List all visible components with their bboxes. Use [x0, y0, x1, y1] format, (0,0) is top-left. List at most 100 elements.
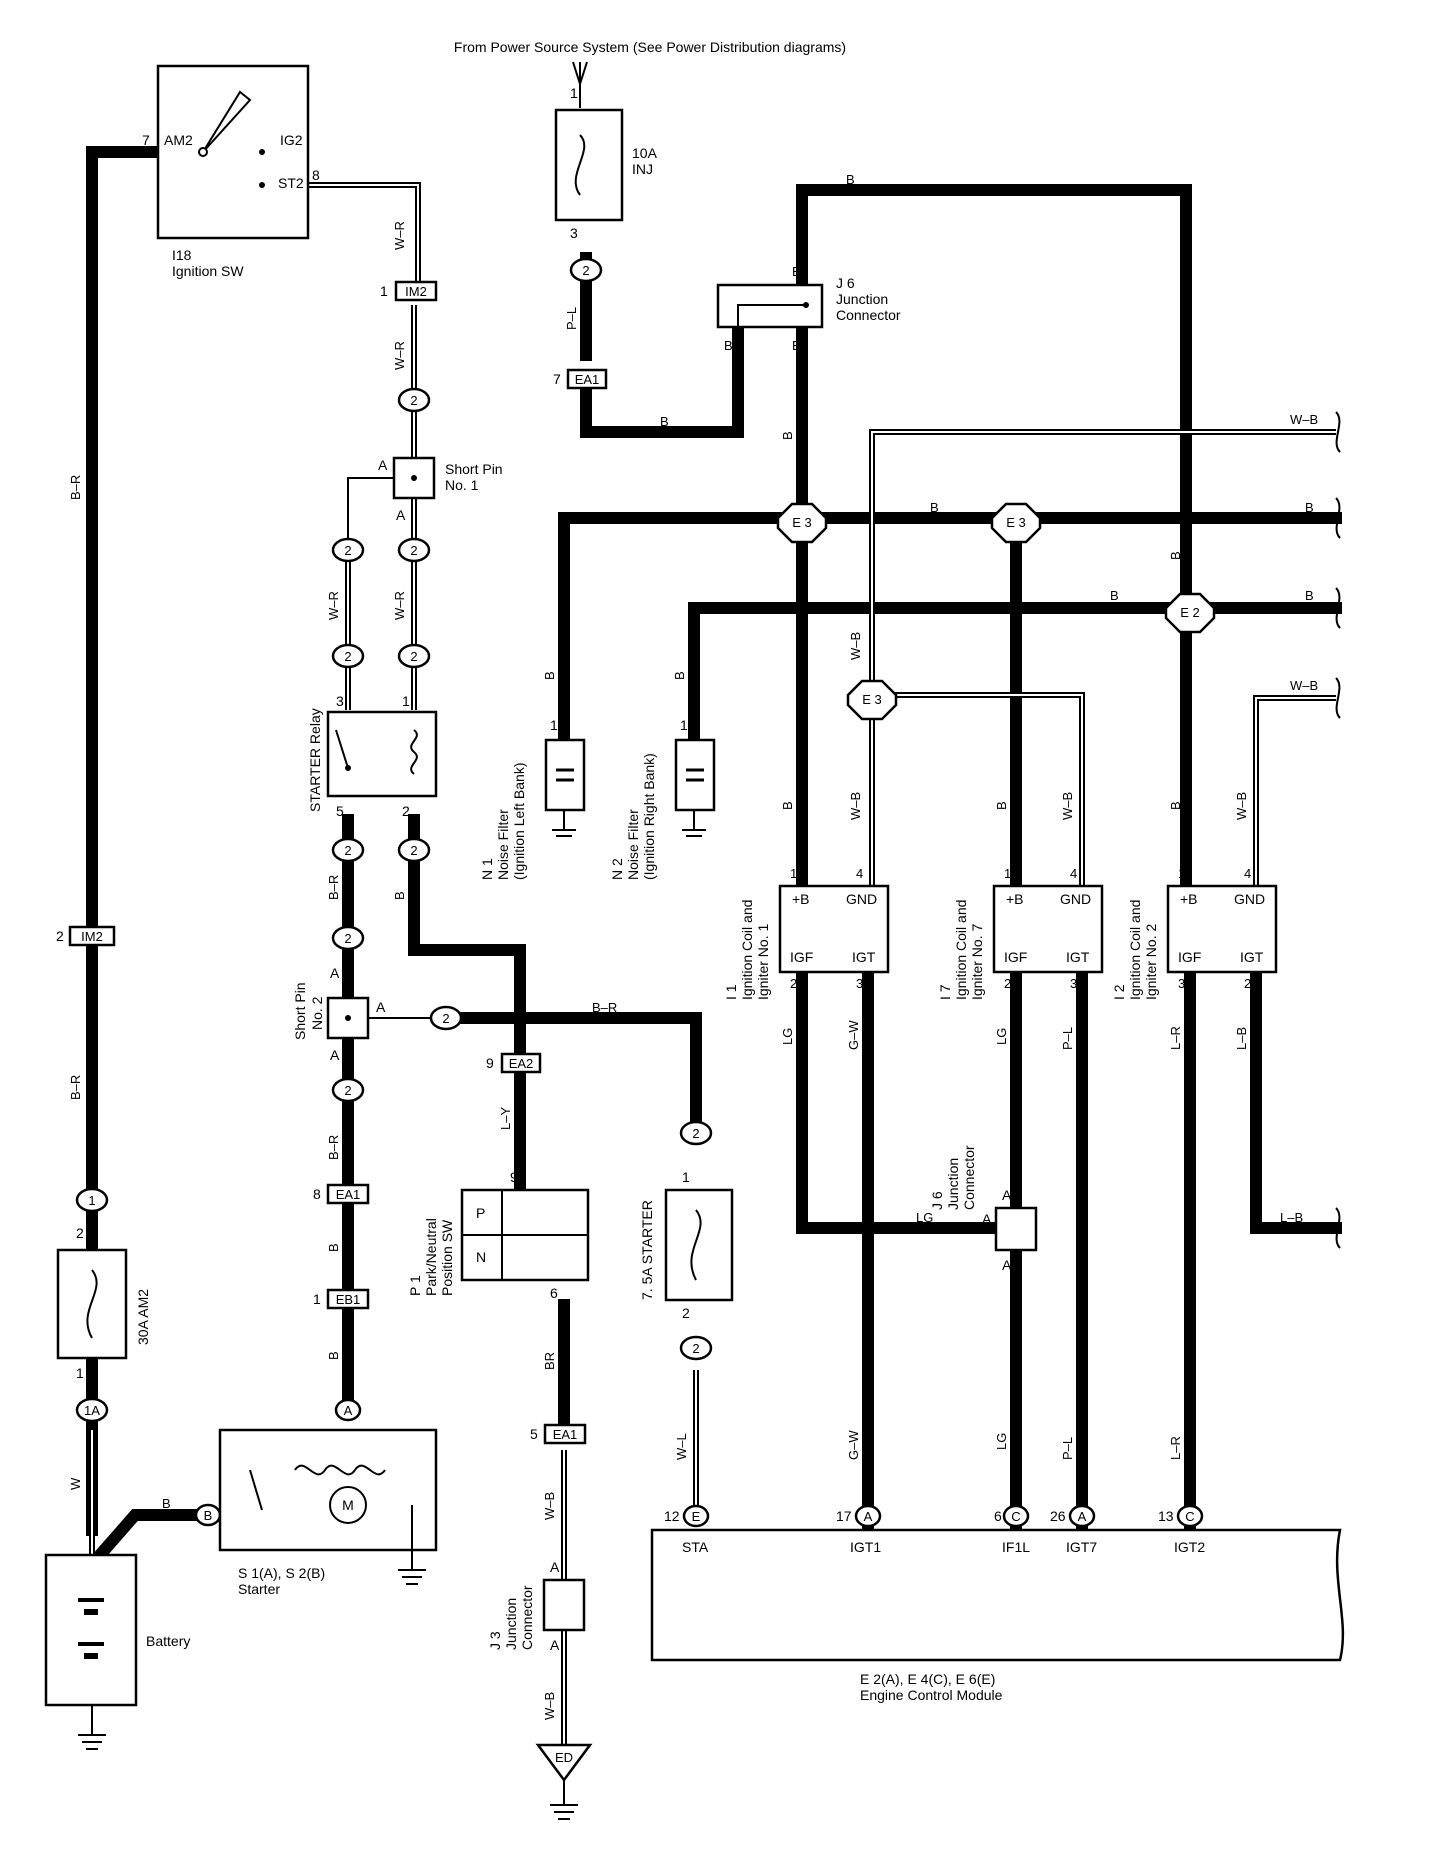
svg-text:P–L: P–L: [1060, 1437, 1075, 1460]
svg-text:I 7: I 7: [937, 984, 953, 1000]
svg-text:2: 2: [410, 843, 417, 858]
svg-text:B: B: [1305, 500, 1314, 515]
st2-label: ST2: [278, 175, 304, 191]
svg-text:J 6: J 6: [836, 275, 855, 291]
svg-text:C: C: [1185, 1509, 1194, 1524]
svg-text:1: 1: [76, 1365, 84, 1381]
svg-text:B: B: [1110, 588, 1119, 603]
svg-text:LG: LG: [994, 1028, 1009, 1045]
svg-text:4: 4: [856, 866, 863, 881]
svg-text:1: 1: [790, 866, 797, 881]
svg-text:B: B: [792, 264, 801, 279]
svg-text:A: A: [330, 965, 340, 981]
svg-text:30A AM2: 30A AM2: [135, 1289, 151, 1345]
ground-ed: ED: [535, 1743, 593, 1820]
svg-text:IGF: IGF: [790, 949, 813, 965]
svg-text:1: 1: [550, 717, 558, 733]
engine-control-module: E 12 STA A 17 IGT1 C 6 IF1L A 26 IGT7 C …: [650, 1504, 1345, 1703]
svg-text:Igniter No. 2: Igniter No. 2: [1143, 924, 1159, 1000]
svg-text:3: 3: [336, 693, 344, 709]
connector-im2-top: IM2 1: [380, 280, 438, 302]
svg-text:S 1(A), S 2(B): S 1(A), S 2(B): [238, 1565, 325, 1581]
ig2-label: IG2: [280, 132, 303, 148]
svg-text:7: 7: [553, 371, 561, 387]
svg-text:2: 2: [344, 843, 351, 858]
svg-text:+B: +B: [1180, 891, 1198, 907]
svg-text:B: B: [162, 1496, 171, 1511]
svg-text:2: 2: [76, 1225, 84, 1241]
junction-j6-top: J 6 Junction Connector B B B: [716, 264, 901, 353]
svg-text:2: 2: [692, 1126, 699, 1141]
svg-text:Junction: Junction: [945, 1158, 961, 1210]
switch-name: Ignition SW: [172, 263, 244, 279]
svg-text:A: A: [1078, 1509, 1087, 1524]
e3-mid: E 3: [990, 502, 1042, 544]
svg-text:1: 1: [313, 1291, 321, 1307]
svg-text:L–R: L–R: [1168, 1436, 1183, 1460]
svg-text:B: B: [660, 414, 669, 429]
e2: E 2: [1164, 592, 1216, 634]
svg-text:G–W: G–W: [846, 1020, 861, 1050]
svg-text:W–B: W–B: [542, 1692, 557, 1720]
connector-ea1-low: EA1 5: [530, 1423, 587, 1445]
wire-color-labels: B–R B–R W B W–R W–R W–R W–R B–R B–R B B …: [68, 172, 1318, 1720]
svg-text:B: B: [326, 1351, 341, 1360]
svg-text:Connector: Connector: [836, 307, 901, 323]
svg-text:Igniter No. 7: Igniter No. 7: [969, 924, 985, 1000]
svg-text:1: 1: [88, 1193, 95, 1208]
svg-text:B–R: B–R: [68, 475, 83, 500]
svg-text:No. 2: No. 2: [309, 996, 325, 1030]
svg-text:EB1: EB1: [336, 1292, 361, 1307]
svg-text:IF1L: IF1L: [1002, 1539, 1030, 1555]
svg-text:A: A: [1002, 1257, 1012, 1273]
svg-text:8: 8: [313, 1186, 321, 1202]
svg-text:P–L: P–L: [1060, 1027, 1075, 1050]
svg-text:W–R: W–R: [392, 591, 407, 620]
svg-text:IGT: IGT: [852, 949, 876, 965]
svg-text:A: A: [330, 1047, 340, 1063]
svg-text:P 1: P 1: [407, 1275, 423, 1296]
svg-text:Noise Filter: Noise Filter: [625, 809, 641, 880]
svg-text:ED: ED: [555, 1750, 573, 1765]
svg-text:2: 2: [344, 931, 351, 946]
svg-text:L–Y: L–Y: [498, 1107, 513, 1130]
ecm-terminal-igt1: A 17 IGT1: [836, 1504, 881, 1555]
svg-text:P: P: [476, 1205, 485, 1221]
svg-text:B: B: [994, 801, 1009, 810]
svg-text:GND: GND: [846, 891, 877, 907]
svg-text:I 2: I 2: [1111, 984, 1127, 1000]
svg-text:GND: GND: [1234, 891, 1265, 907]
svg-text:P–L: P–L: [564, 307, 579, 330]
svg-text:B: B: [1305, 588, 1314, 603]
circle-connectors: 2 2 2 2 2 2 2 2 2 2 2 2 2 1 1A A B: [75, 257, 713, 1527]
switch-id: I18: [172, 247, 192, 263]
svg-text:3: 3: [1178, 976, 1185, 991]
ecm-id: E 2(A), E 4(C), E 6(E): [860, 1671, 995, 1687]
svg-text:L–R: L–R: [1168, 1026, 1183, 1050]
svg-text:1A: 1A: [84, 1403, 100, 1418]
svg-text:4: 4: [1070, 866, 1077, 881]
svg-text:1: 1: [1004, 866, 1011, 881]
svg-text:BR: BR: [542, 1352, 557, 1370]
svg-text:B: B: [204, 1508, 213, 1523]
svg-text:EA1: EA1: [553, 1427, 578, 1442]
svg-text:Short Pin: Short Pin: [292, 982, 308, 1040]
svg-text:1: 1: [1178, 866, 1185, 881]
svg-text:IGT7: IGT7: [1066, 1539, 1097, 1555]
svg-text:2: 2: [1004, 976, 1011, 991]
ecm-terminal-if1l: C 6 IF1L: [994, 1504, 1030, 1555]
svg-text:IGT2: IGT2: [1174, 1539, 1205, 1555]
power-source-label: From Power Source System (See Power Dist…: [454, 39, 846, 55]
coil-no7: +B GND IGF IGT I 7 Ignition Coil and Ign…: [937, 866, 1104, 1000]
svg-text:13: 13: [1158, 1508, 1174, 1524]
svg-text:Battery: Battery: [146, 1633, 190, 1649]
svg-text:3: 3: [570, 225, 578, 241]
svg-text:2: 2: [410, 543, 417, 558]
svg-text:Igniter No. 1: Igniter No. 1: [755, 924, 771, 1000]
svg-text:J 3: J 3: [487, 1631, 503, 1650]
svg-text:G–W: G–W: [846, 1430, 861, 1460]
svg-text:A: A: [344, 1403, 353, 1418]
ecm-terminal-igt2: C 13 IGT2: [1158, 1504, 1205, 1555]
svg-text:Ignition Coil and: Ignition Coil and: [953, 900, 969, 1000]
svg-text:IGF: IGF: [1004, 949, 1027, 965]
